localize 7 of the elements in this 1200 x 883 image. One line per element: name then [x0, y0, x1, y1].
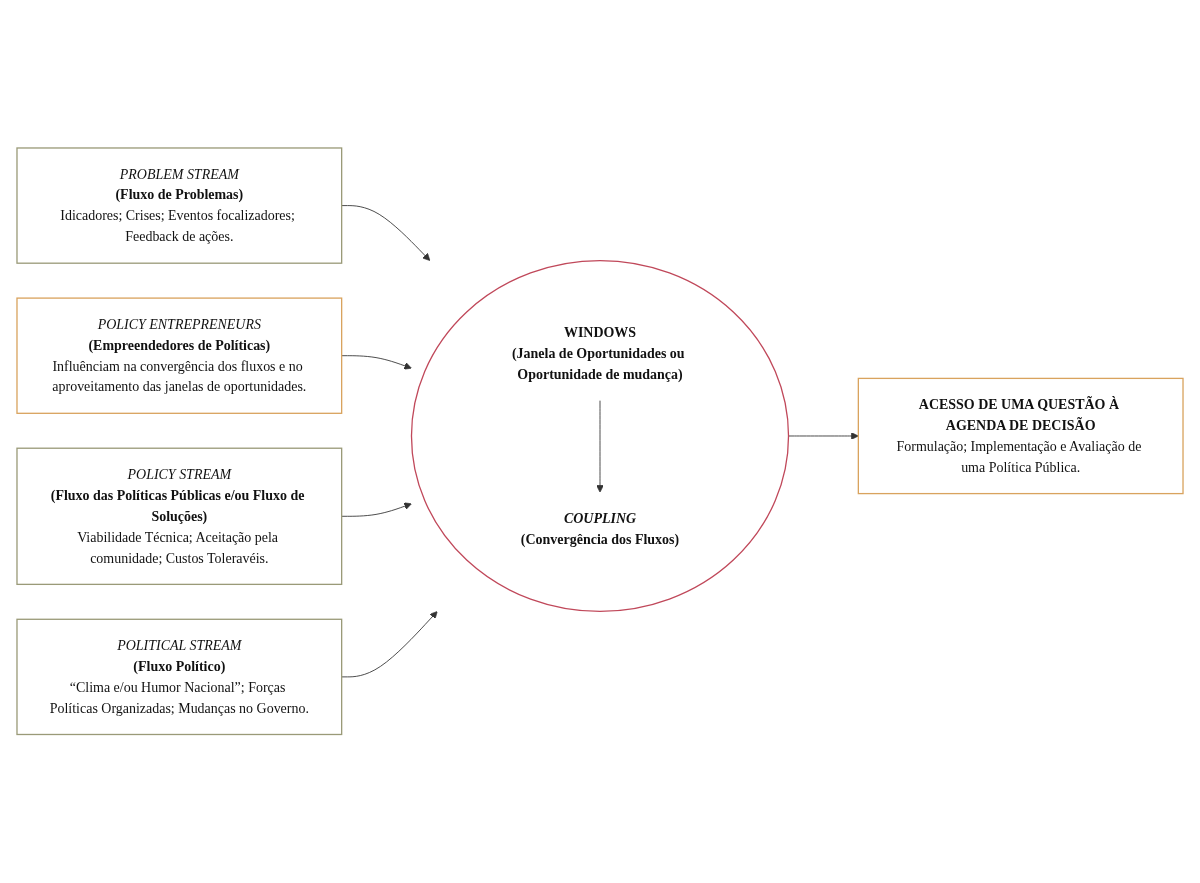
node-box: POLICY STREAM (Fluxo das Políticas Públicas e/ou Fluxo de Soluções) Viabilidade Técnica; Aceitação pela comunidade; Custos Toleravéis.	[16, 447, 343, 586]
node-box: PROBLEM STREAM (Fluxo de Problemas) Idicadores; Crises; Eventos focalizadores; Feedback de ações.	[16, 147, 343, 265]
node-box: POLITICAL STREAM (Fluxo Político) “Clima e/ou Humor Nacional”; Forças Políticas Organizadas; Mudanças no Governo.	[16, 618, 343, 736]
node-box: ACESSO DE UMA QUESTÃO À AGENDA DE DECISÃO Formulação; Implementação e Avaliação de uma Política Pública.	[857, 378, 1184, 495]
node-box: POLICY ENTREPRENEURS (Empreendedores de Políticas) Influênciam na convergência dos fluxos e no aproveitamento das janelas de oportunidades.	[16, 297, 343, 415]
node-text: WINDOWS (Janela de Oportunidades ou Oportunidade de mudança)	[511, 324, 685, 382]
node-text: COUPLING (Convergência dos Fluxos)	[520, 510, 680, 547]
